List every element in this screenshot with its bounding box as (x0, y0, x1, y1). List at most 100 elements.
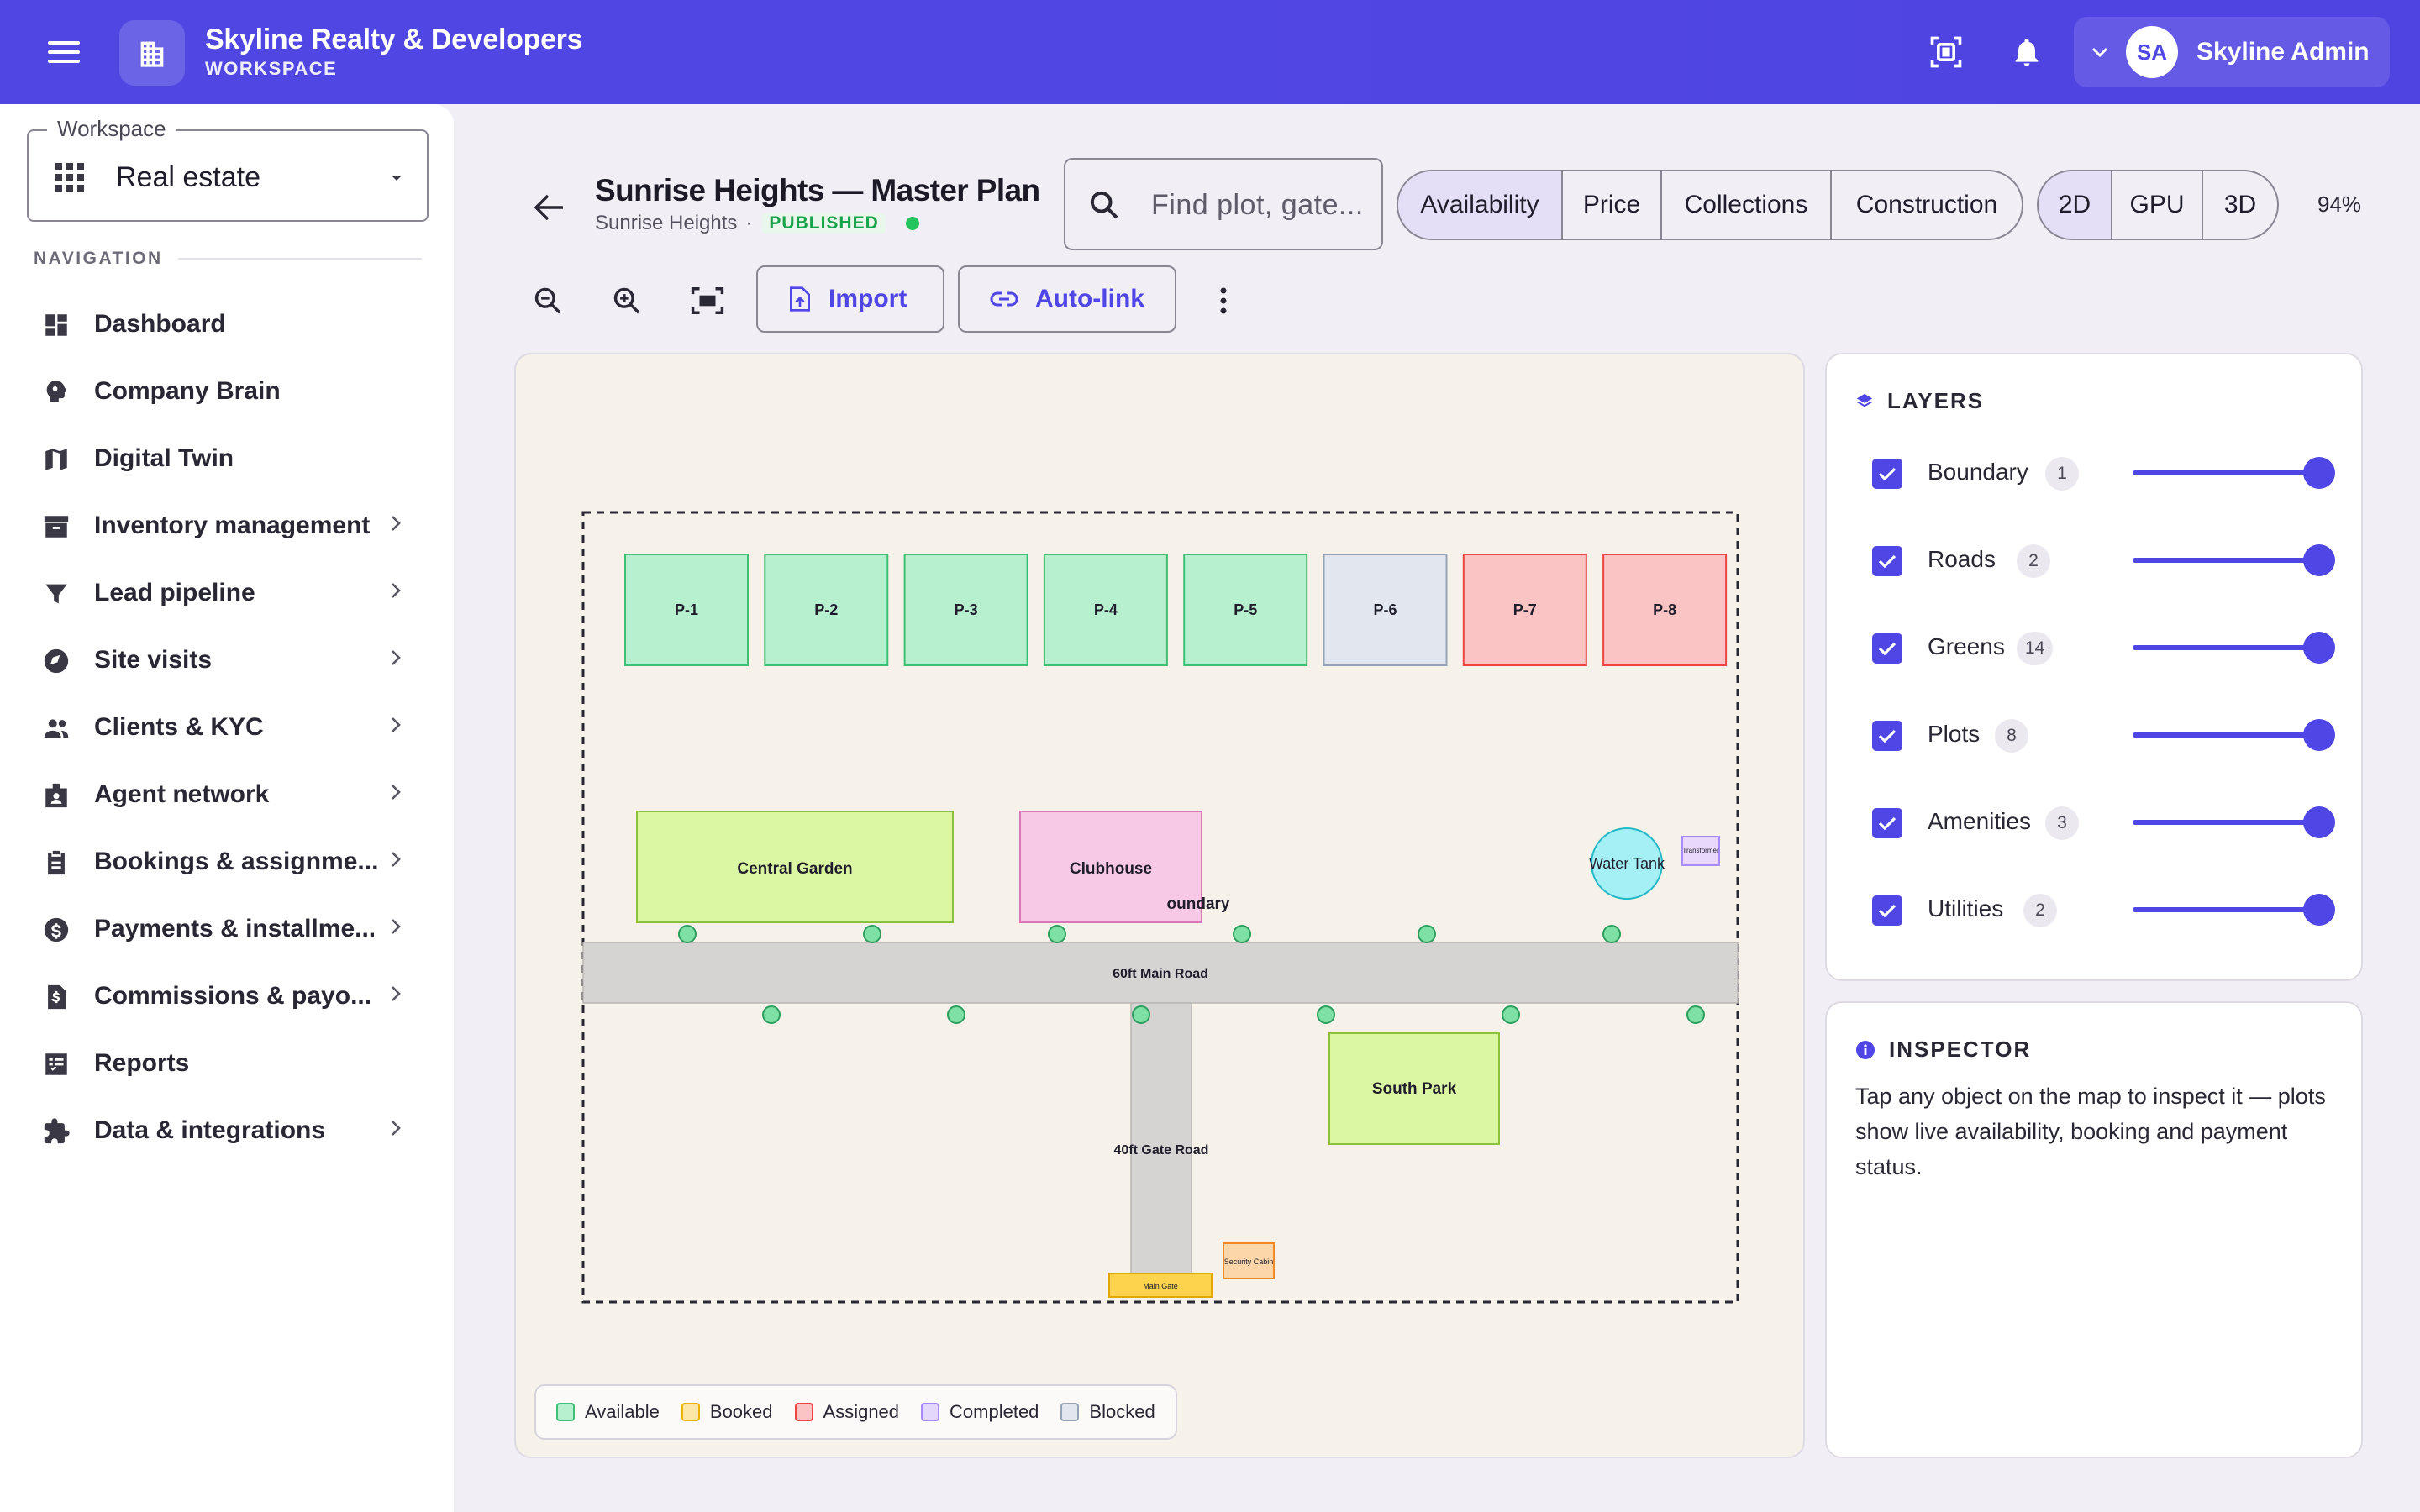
main-gate[interactable] (1108, 1273, 1213, 1298)
main-road[interactable] (582, 942, 1739, 1004)
sidebar-item-digital-twin[interactable]: Digital Twin (0, 425, 454, 492)
transformer[interactable] (1681, 836, 1720, 866)
main-gate-label: Main Gate (1143, 1282, 1178, 1290)
mode-availability[interactable]: Availability (1398, 171, 1563, 239)
bell-icon[interactable] (2003, 29, 2050, 76)
back-arrow-icon[interactable] (528, 186, 570, 228)
tree[interactable] (863, 925, 881, 943)
sidebar-item-site-visits[interactable]: Site visits (0, 627, 454, 694)
tree[interactable] (1132, 1005, 1150, 1024)
sidebar-item-label: Site visits (94, 646, 213, 674)
separator: · (745, 212, 753, 234)
water-tank[interactable] (1591, 827, 1663, 900)
search-input[interactable] (1151, 181, 1378, 228)
central-garden[interactable] (636, 811, 954, 923)
search-field[interactable] (1064, 158, 1383, 250)
mode-3d[interactable]: 3D (2223, 191, 2257, 218)
brain-icon (40, 376, 72, 408)
tree[interactable] (1418, 925, 1436, 943)
sidebar-item-inventory-management[interactable]: Inventory management (0, 492, 454, 559)
sidebar-item-payments-installme[interactable]: Payments & installme... (0, 895, 454, 963)
mode-gpu[interactable]: GPU (2112, 171, 2203, 239)
page-title: Sunrise Heights — Master Plan (595, 173, 1040, 207)
mode-collections[interactable]: Collections (1662, 171, 1832, 239)
tree[interactable] (1317, 1005, 1335, 1024)
opacity-slider[interactable] (2133, 457, 2335, 489)
layer-checkbox[interactable] (1872, 633, 1902, 664)
plot-p-1[interactable] (624, 554, 749, 666)
slider-thumb[interactable] (2303, 544, 2335, 576)
fit-screen-icon[interactable] (687, 281, 728, 321)
mode-construction[interactable]: Construction (1855, 191, 1998, 218)
security-cabin[interactable] (1223, 1242, 1275, 1279)
inspector-hint: Tap any object on the map to inspect it … (1855, 1084, 2326, 1179)
tree[interactable] (762, 1005, 781, 1024)
opacity-slider[interactable] (2133, 806, 2335, 838)
chevron-right-icon (390, 850, 402, 873)
tree[interactable] (1686, 1005, 1705, 1024)
more-vertical-icon[interactable] (1203, 281, 1244, 321)
opacity-slider[interactable] (2133, 544, 2335, 576)
site-boundary[interactable] (581, 511, 1739, 1304)
tree[interactable] (1502, 1005, 1520, 1024)
plot-p-2[interactable] (764, 554, 889, 666)
zoom-level: 94% (2317, 192, 2362, 217)
layer-checkbox[interactable] (1872, 546, 1902, 576)
gate-road[interactable] (1130, 1002, 1192, 1293)
clubhouse[interactable] (1019, 811, 1202, 923)
user-menu[interactable]: SA Skyline Admin (2074, 17, 2390, 87)
mode-price[interactable]: Price (1563, 171, 1662, 239)
sidebar-item-lead-pipeline[interactable]: Lead pipeline (0, 559, 454, 627)
opacity-slider[interactable] (2133, 719, 2335, 751)
tree[interactable] (1048, 925, 1066, 943)
tree[interactable] (678, 925, 697, 943)
plot-p-7[interactable] (1462, 554, 1587, 666)
clipboard-icon (40, 847, 72, 879)
layer-checkbox[interactable] (1872, 808, 1902, 838)
legend-item-available: Available (556, 1401, 660, 1423)
opacity-slider[interactable] (2133, 632, 2335, 664)
tree[interactable] (1602, 925, 1621, 943)
plot-p-6[interactable] (1323, 554, 1448, 666)
sidebar-item-dashboard[interactable]: Dashboard (0, 291, 454, 358)
sidebar-item-data-integrations[interactable]: Data & integrations (0, 1097, 454, 1164)
plot-p-8[interactable] (1602, 554, 1728, 666)
menu-icon[interactable] (42, 32, 86, 72)
navigation-heading-text: NAVIGATION (34, 249, 163, 268)
sidebar-item-clients-kyc[interactable]: Clients & KYC (0, 694, 454, 761)
sidebar-item-bookings-assignme[interactable]: Bookings & assignme... (0, 828, 454, 895)
scan-icon[interactable] (1923, 29, 1970, 76)
zoom-out-icon[interactable] (528, 281, 568, 321)
layer-checkbox[interactable] (1872, 459, 1902, 489)
plot-p-4[interactable] (1043, 554, 1168, 666)
slider-thumb[interactable] (2303, 457, 2335, 489)
layer-checkbox[interactable] (1872, 895, 1902, 926)
import-button[interactable]: Import (756, 265, 944, 333)
sidebar-item-company-brain[interactable]: Company Brain (0, 358, 454, 425)
opacity-slider[interactable] (2133, 894, 2335, 926)
south-park[interactable] (1328, 1032, 1500, 1145)
legend-swatch (921, 1403, 940, 1421)
mode-2d[interactable]: 2D (2039, 171, 2112, 239)
sidebar-item-label: Clients & KYC (94, 713, 264, 741)
plot-p-5[interactable] (1183, 554, 1308, 666)
plot-p-3[interactable] (903, 554, 1028, 666)
sidebar-item-commissions-payo[interactable]: Commissions & payo... (0, 963, 454, 1030)
sidebar-item-agent-network[interactable]: Agent network (0, 761, 454, 828)
zoom-in-icon[interactable] (607, 281, 647, 321)
layer-checkbox[interactable] (1872, 721, 1902, 751)
slider-thumb[interactable] (2303, 894, 2335, 926)
auto-link-button[interactable]: Auto-link (958, 265, 1176, 333)
sidebar-item-label: Dashboard (94, 310, 226, 338)
slider-thumb[interactable] (2303, 632, 2335, 664)
sidebar-item-reports[interactable]: Reports (0, 1030, 454, 1097)
slider-thumb[interactable] (2303, 719, 2335, 751)
tree[interactable] (1233, 925, 1251, 943)
tree[interactable] (947, 1005, 965, 1024)
building-icon[interactable] (119, 20, 185, 86)
workspace-select[interactable]: Workspace Real estate (27, 116, 429, 222)
slider-thumb[interactable] (2303, 806, 2335, 838)
